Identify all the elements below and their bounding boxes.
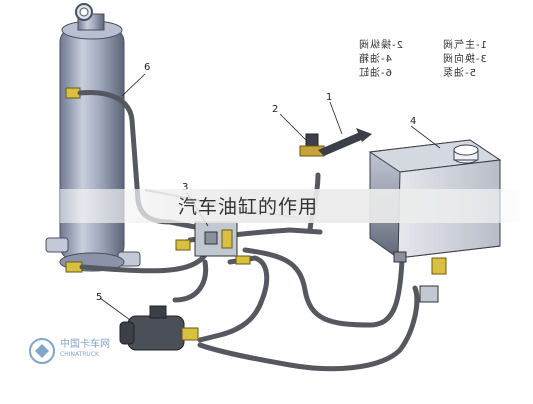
page-caption: 汽车油缸的作用	[178, 196, 319, 218]
oil-pump	[119, 305, 199, 351]
hydraulic-hoses	[77, 89, 420, 372]
legend-item-5: 5-油泵	[442, 68, 476, 79]
callout-1: 1	[326, 92, 333, 103]
callout-4: 4	[410, 116, 417, 127]
legend-item-4: 4-油箱	[358, 54, 392, 65]
legend-item-1: 1-主气阀	[442, 40, 487, 51]
watermark: 中国卡车网 CHINATRUCK	[28, 335, 148, 385]
callout-2: 2	[272, 104, 279, 115]
watermark-logo-icon	[29, 338, 55, 364]
legend-item-2: 2-操纵阀	[358, 40, 403, 51]
hydraulic-cylinder	[45, 3, 141, 273]
watermark-title: 中国卡车网	[60, 339, 110, 350]
air-valve-assembly	[299, 128, 372, 157]
callout-6: 6	[144, 62, 151, 73]
legend-item-3: 3-换向阀	[442, 54, 487, 65]
legend-item-6: 6-油缸	[358, 68, 392, 79]
caption-band	[60, 189, 533, 223]
watermark-subtitle: CHINATRUCK	[60, 351, 99, 358]
callout-5: 5	[96, 292, 103, 303]
reversing-valve	[175, 221, 251, 265]
callout-3: 3	[182, 182, 189, 193]
